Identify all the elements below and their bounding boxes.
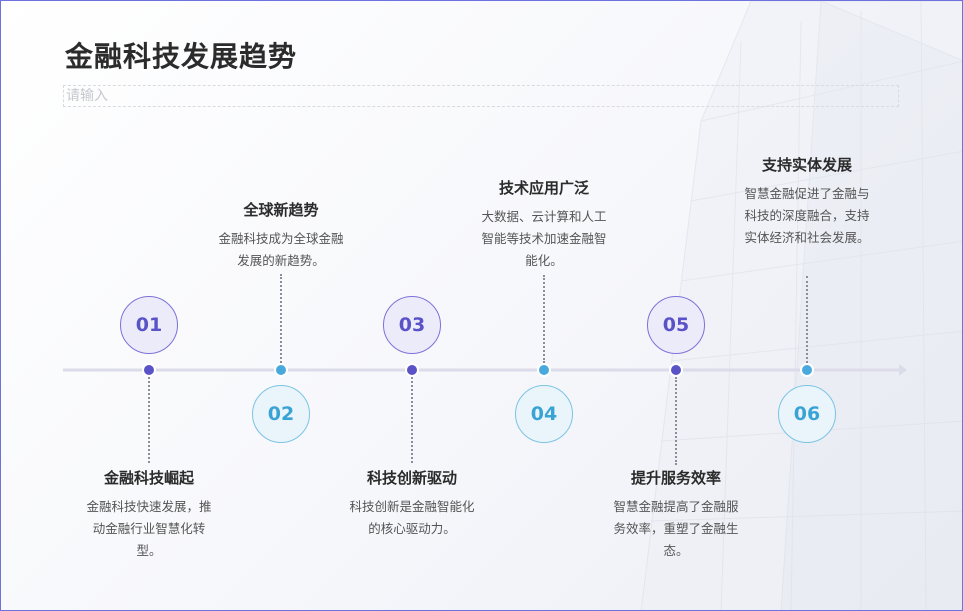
step-description: 金融科技快速发展，推动金融行业智慧化转型。	[86, 499, 212, 558]
step-number-badge: 02	[252, 385, 310, 443]
page-title: 金融科技发展趋势	[65, 40, 298, 73]
timeline-arrow-icon	[899, 364, 907, 376]
step-title: 支持实体发展	[761, 156, 852, 174]
step-number-badge: 04	[515, 385, 573, 443]
timeline-dot	[274, 363, 288, 377]
timeline-dot	[142, 363, 156, 377]
timeline-dot	[800, 363, 814, 377]
step-number-badge: 03	[383, 296, 441, 354]
step-description: 智慧金融促进了金融与科技的深度融合，支持实体经济和社会发展。	[744, 186, 870, 245]
step-description: 大数据、云计算和人工智能等技术加速金融智能化。	[481, 209, 607, 268]
step-number-badge: 06	[778, 385, 836, 443]
timeline-dot	[537, 363, 551, 377]
step-title: 科技创新驱动	[366, 469, 457, 487]
step-description: 科技创新是金融智能化的核心驱动力。	[349, 499, 475, 536]
step-description: 智慧金融提高了金融服务效率，重塑了金融生态。	[613, 499, 739, 558]
connector-line	[806, 276, 808, 363]
step-title: 全球新趋势	[243, 201, 319, 219]
building-background-image	[640, 1, 962, 610]
timeline-dot	[669, 363, 683, 377]
connector-line	[411, 377, 413, 463]
subtitle-input[interactable]	[63, 85, 899, 107]
connector-line	[280, 274, 282, 363]
connector-line	[543, 275, 545, 363]
step-number-badge: 01	[120, 296, 178, 354]
step-number-badge: 05	[647, 296, 705, 354]
connector-line	[148, 377, 150, 463]
step-description: 金融科技成为全球金融发展的新趋势。	[218, 231, 344, 268]
step-title: 技术应用广泛	[498, 179, 589, 197]
step-title: 金融科技崛起	[103, 469, 194, 487]
step-title: 提升服务效率	[630, 469, 721, 487]
timeline-dot	[405, 363, 419, 377]
connector-line	[675, 377, 677, 465]
